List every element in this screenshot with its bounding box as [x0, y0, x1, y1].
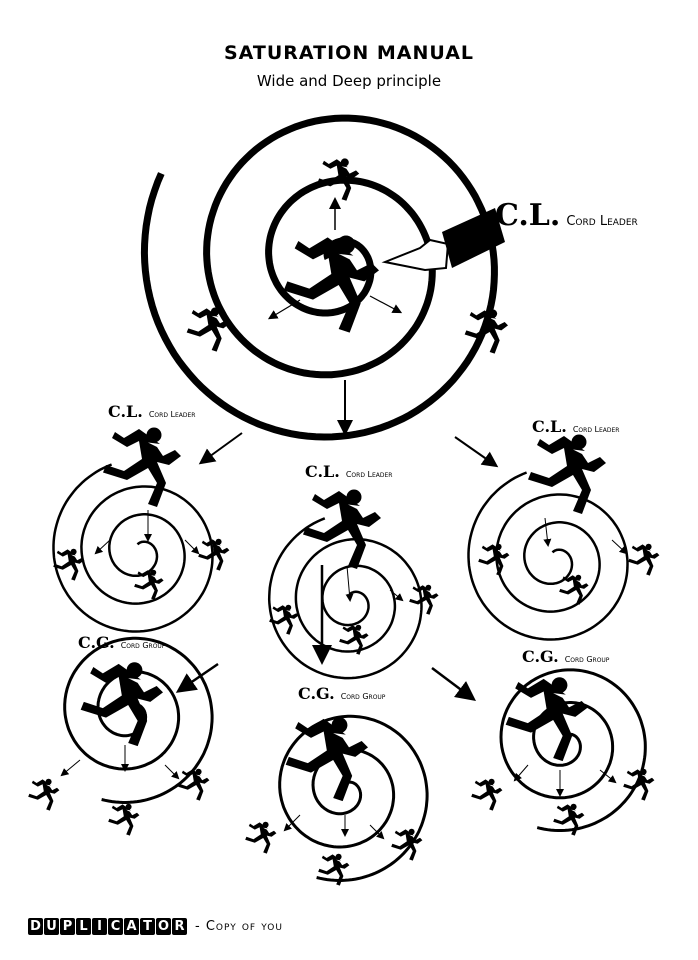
runner-figure-icon: [245, 821, 277, 854]
brand-letter: P: [60, 918, 75, 935]
label-cl-mid: C.L. Cord Leader: [305, 462, 392, 481]
pointing-hand-icon: [381, 208, 505, 272]
label-abbr: C.L.: [108, 402, 143, 421]
brand-letter: U: [44, 918, 59, 935]
label-abbr: C.L.: [305, 462, 340, 481]
arrow-icon: [164, 764, 180, 780]
brand-letter: I: [92, 918, 107, 935]
arrow-icon: [175, 662, 219, 693]
arrow-icon: [184, 539, 200, 555]
spiral-cg-mid: [278, 714, 429, 882]
arrow-icon: [389, 589, 404, 602]
label-full: Cord Leader: [566, 214, 638, 229]
arrow-icon: [611, 539, 628, 555]
label-cg-right: C.G. Cord Group: [522, 647, 609, 666]
arrow-icon: [369, 824, 385, 840]
label-full: Cord Group: [120, 641, 166, 650]
brand-letter: C: [108, 918, 123, 935]
label-cl-right: C.L. Cord Leader: [532, 417, 619, 436]
runner-figure-icon: [134, 569, 164, 600]
brand-letter: L: [76, 918, 91, 935]
label-abbr: C.G.: [522, 647, 559, 666]
runner-figure-icon: [178, 768, 210, 801]
runner-figure-icon: [285, 717, 368, 802]
runner-figure-icon: [528, 434, 606, 514]
brand-letter: R: [172, 918, 187, 935]
label-full: Cord Group: [340, 692, 386, 701]
brand-letter: O: [156, 918, 171, 935]
arrow-icon: [267, 299, 301, 320]
label-abbr: C.G.: [298, 684, 335, 703]
label-main-cord-leader: C.L. Cord Leader: [495, 198, 638, 233]
label-cg-left: C.G. Cord Group: [78, 633, 165, 652]
runner-figure-icon: [471, 778, 503, 811]
runner-figure-icon: [409, 584, 439, 615]
main-spiral: [140, 114, 498, 441]
spiral-cl-mid: [267, 517, 423, 680]
runner-figure-icon: [269, 604, 299, 635]
runner-figure-icon: [464, 309, 508, 354]
runner-figure-icon: [303, 489, 381, 569]
label-cl-left: C.L. Cord Leader: [108, 402, 195, 421]
arrow-icon: [94, 539, 111, 555]
page-title: SATURATION MANUAL: [223, 42, 475, 64]
brand-letter: D: [28, 918, 43, 935]
brand-letter: T: [140, 918, 155, 935]
spiral-cl-right: [467, 471, 629, 641]
page-subtitle: Wide and Deep principle: [256, 72, 442, 90]
label-full: Cord Leader: [148, 410, 196, 419]
arrow-icon: [198, 432, 243, 465]
runner-figure-icon: [478, 543, 510, 576]
spiral-cl-left: [52, 463, 214, 633]
arrow-icon: [283, 814, 301, 832]
runner-figure-icon: [505, 677, 588, 762]
runner-figure-icon: [108, 803, 140, 836]
arrow-icon: [599, 769, 617, 784]
arrow-icon: [369, 295, 403, 314]
brand-letter: A: [124, 918, 139, 935]
runner-figure-icon: [628, 543, 660, 576]
runner-figure-icon: [198, 538, 230, 571]
arrow-icon: [60, 759, 81, 777]
label-full: Cord Group: [564, 655, 610, 664]
arrow-icon: [513, 764, 529, 782]
tagline: - Copy of you: [195, 919, 283, 934]
label-abbr: C.L.: [495, 198, 561, 233]
arrow-icon: [454, 436, 499, 468]
arrow-icon: [431, 667, 476, 701]
label-cg-mid: C.G. Cord Group: [298, 684, 385, 703]
arrow-icon: [345, 565, 354, 602]
label-full: Cord Leader: [572, 425, 620, 434]
label-abbr: C.G.: [78, 633, 115, 652]
label-full: Cord Leader: [345, 470, 393, 479]
spiral-cg-right: [499, 668, 647, 832]
runner-figure-icon: [28, 778, 60, 811]
arrow-icon: [543, 517, 552, 547]
label-abbr: C.L.: [532, 417, 567, 436]
